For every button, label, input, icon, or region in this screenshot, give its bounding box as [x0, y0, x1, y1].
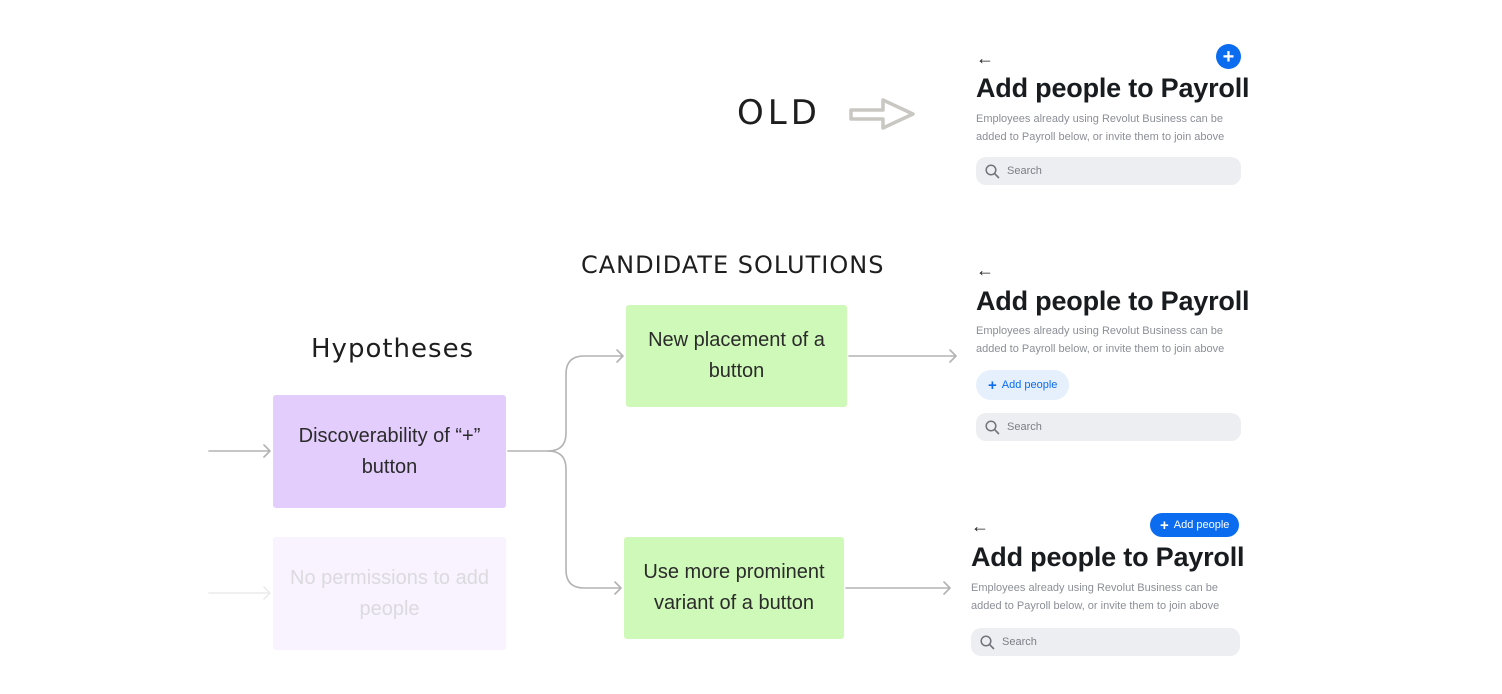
solution-text: Use more prominent variant of a button	[643, 561, 825, 614]
add-people-plus-button[interactable]: +	[1216, 44, 1241, 69]
connector-hyp-to-solution-1	[507, 349, 624, 452]
plus-icon: +	[988, 376, 997, 394]
candidate-solutions-label: CANDIDATE SOLUTIONS	[581, 251, 885, 279]
page-title: Add people to Payroll	[971, 542, 1245, 572]
page-description: Employees already using Revolut Business…	[971, 582, 1220, 612]
connector-hyp-to-solution-2	[547, 450, 622, 595]
old-arrow-icon	[849, 98, 915, 130]
search-icon	[980, 634, 995, 649]
add-people-button[interactable]: + Add people	[1150, 513, 1240, 537]
screen-variant-a: ← Add people to Payroll Employees alread…	[976, 260, 1250, 445]
arrow-left-icon[interactable]: ←	[976, 48, 994, 68]
connector-into-hypothesis-1	[208, 444, 271, 458]
hypothesis-discoverability[interactable]: Discoverability of “+” button	[273, 395, 506, 508]
search-placeholder: Search	[1007, 421, 1042, 433]
solution-prominent-variant[interactable]: Use more prominent variant of a button	[624, 537, 844, 639]
search-icon	[985, 163, 1000, 178]
arrow-left-icon[interactable]: ←	[976, 260, 994, 280]
hypothesis-text: Discoverability of “+” button	[298, 424, 481, 478]
search-input[interactable]: Search	[976, 157, 1241, 185]
plus-icon: +	[1222, 45, 1235, 68]
page-description: Employees already using Revolut Business…	[976, 113, 1225, 143]
page-description: Employees already using Revolut Business…	[976, 325, 1225, 355]
connector-solution-1-to-screen-a	[848, 349, 957, 363]
search-icon	[985, 419, 1000, 434]
hypothesis-text: No permissions to add people	[290, 566, 489, 620]
add-people-label: Add people	[1001, 379, 1058, 391]
plus-icon: +	[1160, 516, 1169, 534]
search-input[interactable]: Search	[971, 628, 1240, 656]
add-people-label: Add people	[1173, 519, 1230, 531]
solution-new-placement[interactable]: New placement of a button	[626, 305, 847, 407]
search-placeholder: Search	[1002, 636, 1037, 648]
screen-variant-b: ← + Add people Add people to Payroll Emp…	[971, 513, 1245, 658]
page-title: Add people to Payroll	[976, 286, 1250, 316]
arrow-left-icon[interactable]: ←	[971, 516, 989, 536]
connector-solution-2-to-screen-b	[845, 581, 951, 595]
add-people-button[interactable]: + Add people	[976, 370, 1070, 400]
connector-into-hypothesis-2	[208, 586, 271, 600]
old-label: OLD	[737, 93, 821, 133]
search-placeholder: Search	[1007, 165, 1042, 177]
screen-old: ← + Add people to Payroll Employees alre…	[976, 44, 1250, 189]
search-input[interactable]: Search	[976, 413, 1241, 441]
page-title: Add people to Payroll	[976, 73, 1250, 103]
solution-text: New placement of a button	[648, 329, 825, 382]
hypotheses-label: Hypotheses	[311, 334, 475, 364]
hypothesis-no-permissions[interactable]: No permissions to add people	[273, 537, 506, 650]
